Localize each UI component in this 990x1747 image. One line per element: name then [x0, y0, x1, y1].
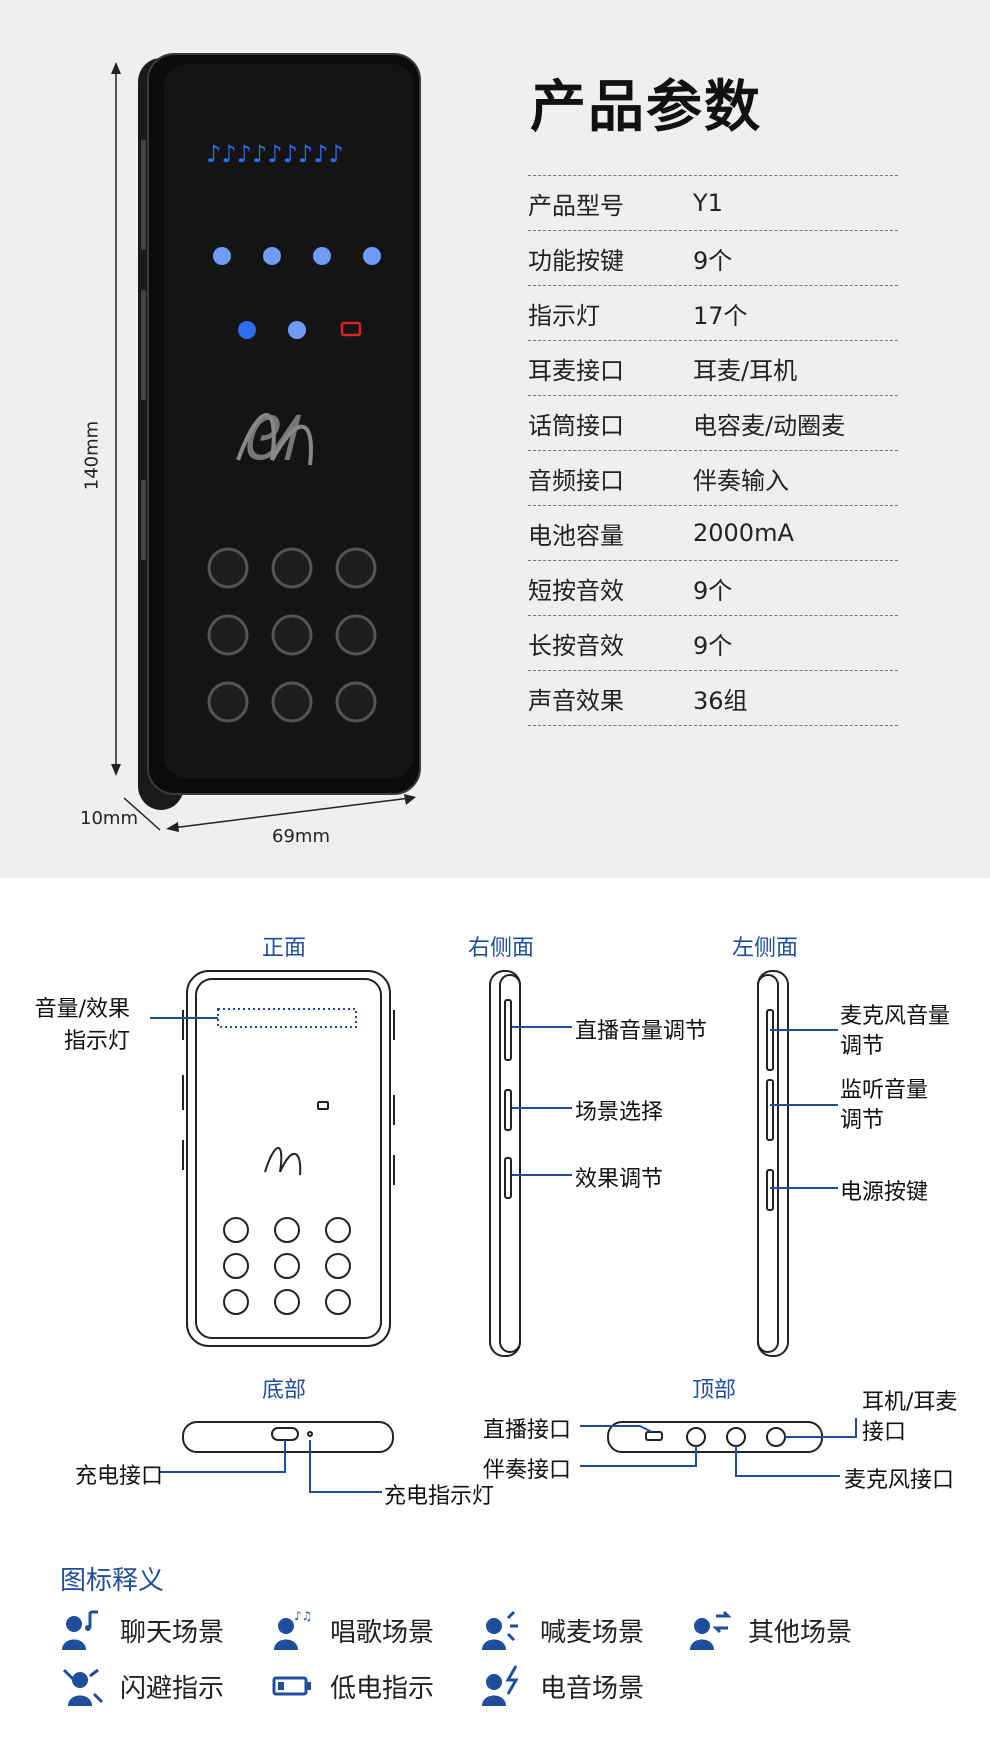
- spec-value: 伴奏输入: [693, 466, 789, 495]
- spec-value: 9个: [693, 631, 733, 660]
- chat-scene-icon: [62, 1610, 98, 1650]
- spec-key: 产品型号: [528, 191, 624, 220]
- spec-key: 电池容量: [528, 521, 624, 550]
- low-battery-icon: [272, 1676, 311, 1696]
- other-scene-icon: [690, 1610, 732, 1650]
- spec-row: 指示灯 17个: [528, 286, 898, 341]
- view-right-title: 右侧面: [468, 936, 535, 961]
- view-bottom-title: 底部: [262, 1378, 307, 1403]
- spec-value: 电容麦/动圈麦: [693, 411, 846, 440]
- view-left-title: 左侧面: [732, 936, 799, 961]
- callout-monitor-volume: 监听音量 调节: [840, 1078, 929, 1133]
- spec-key: 耳麦接口: [528, 356, 624, 385]
- legend-item: 电音场景: [480, 1664, 644, 1708]
- width-dimension-label: 69mm: [272, 826, 330, 847]
- spec-row: 电池容量 2000mA: [528, 506, 898, 561]
- spec-key: 功能按键: [528, 246, 624, 275]
- legend-label: 电音场景: [540, 1673, 645, 1704]
- spec-value: 36组: [693, 686, 748, 715]
- legend-item: 闪避指示: [60, 1664, 224, 1708]
- depth-dimension-label: 10mm: [80, 808, 138, 829]
- legend-label: 聊天场景: [120, 1617, 225, 1648]
- legend-item: 其他场景: [688, 1608, 852, 1652]
- spec-row: 功能按键 9个: [528, 231, 898, 286]
- spec-row: 长按音效 9个: [528, 616, 898, 671]
- electro-scene-icon: [482, 1665, 519, 1706]
- legend-label: 喊麦场景: [540, 1617, 645, 1648]
- legend-item: 聊天场景: [60, 1608, 224, 1652]
- device-product-image: ♪♪♪♪♪♪♪♪♪ ᘛ: [111, 53, 421, 832]
- line-drawings: [150, 970, 857, 1493]
- spec-key: 音频接口: [528, 466, 624, 495]
- dodge-indicator-icon: [62, 1668, 104, 1706]
- spec-value: 17个: [693, 301, 748, 330]
- callout-headset-port: 耳机/耳麦 接口: [862, 1390, 958, 1445]
- legend-title: 图标释义: [60, 1566, 165, 1596]
- spec-value: 9个: [693, 576, 733, 605]
- legend-label: 闪避指示: [120, 1673, 225, 1704]
- callout-effect-adjust: 效果调节: [575, 1167, 664, 1192]
- spec-key: 指示灯: [528, 301, 600, 330]
- height-dimension-label: 140mm: [81, 420, 103, 491]
- spec-row: 话筒接口 电容麦/动圈麦: [528, 396, 898, 451]
- spec-key: 短按音效: [528, 576, 624, 605]
- spec-value: 9个: [693, 246, 733, 275]
- spec-key: 声音效果: [528, 686, 624, 715]
- spec-value: 耳麦/耳机: [693, 356, 798, 385]
- shout-scene-icon: [482, 1610, 518, 1650]
- spec-key: 长按音效: [528, 631, 624, 660]
- callout-charge-led: 充电指示灯: [384, 1484, 495, 1509]
- callout-charge-port: 充电接口: [75, 1464, 164, 1489]
- spec-value: Y1: [693, 189, 723, 217]
- spec-value: 2000mA: [693, 519, 794, 547]
- callout-mic-volume: 麦克风音量 调节: [840, 1004, 951, 1059]
- spec-row: 产品型号 Y1: [528, 176, 898, 231]
- spec-key: 话筒接口: [528, 411, 624, 440]
- spec-row: 声音效果 36组: [528, 671, 898, 726]
- callout-indicator: 音量/效果 指示灯: [34, 997, 130, 1054]
- legend-label: 低电指示: [330, 1673, 435, 1704]
- spec-row: 音频接口 伴奏输入: [528, 451, 898, 506]
- callout-live-volume: 直播音量调节: [575, 1019, 708, 1044]
- svg-text:ᘛ: ᘛ: [240, 402, 301, 475]
- callout-live-port: 直播接口: [483, 1418, 572, 1443]
- svg-text:♪♫: ♪♫: [294, 1609, 312, 1623]
- view-top-title: 顶部: [692, 1378, 737, 1403]
- spec-table: 产品型号 Y1 功能按键 9个 指示灯 17个 耳麦接口 耳麦/耳机 话筒接口 电容麦/动…: [528, 175, 898, 726]
- spec-row: 耳麦接口 耳麦/耳机: [528, 341, 898, 396]
- legend-item: 喊麦场景: [480, 1608, 644, 1652]
- svg-text:♪♪♪♪♪♪♪♪♪: ♪♪♪♪♪♪♪♪♪: [206, 140, 344, 168]
- spec-row: 短按音效 9个: [528, 561, 898, 616]
- view-front-title: 正面: [262, 936, 307, 961]
- legend-item: ♪♫ 唱歌场景: [270, 1608, 434, 1652]
- sing-scene-icon: ♪♫: [274, 1609, 312, 1650]
- callout-scene-select: 场景选择: [575, 1100, 664, 1125]
- legend-item: 低电指示: [270, 1664, 434, 1708]
- spec-title: 产品参数: [530, 75, 762, 140]
- callout-mic-port: 麦克风接口: [844, 1468, 955, 1493]
- callout-power-key: 电源按键: [840, 1180, 929, 1205]
- legend-label: 唱歌场景: [330, 1617, 435, 1648]
- callout-accomp-port: 伴奏接口: [483, 1458, 572, 1483]
- legend-label: 其他场景: [748, 1617, 853, 1648]
